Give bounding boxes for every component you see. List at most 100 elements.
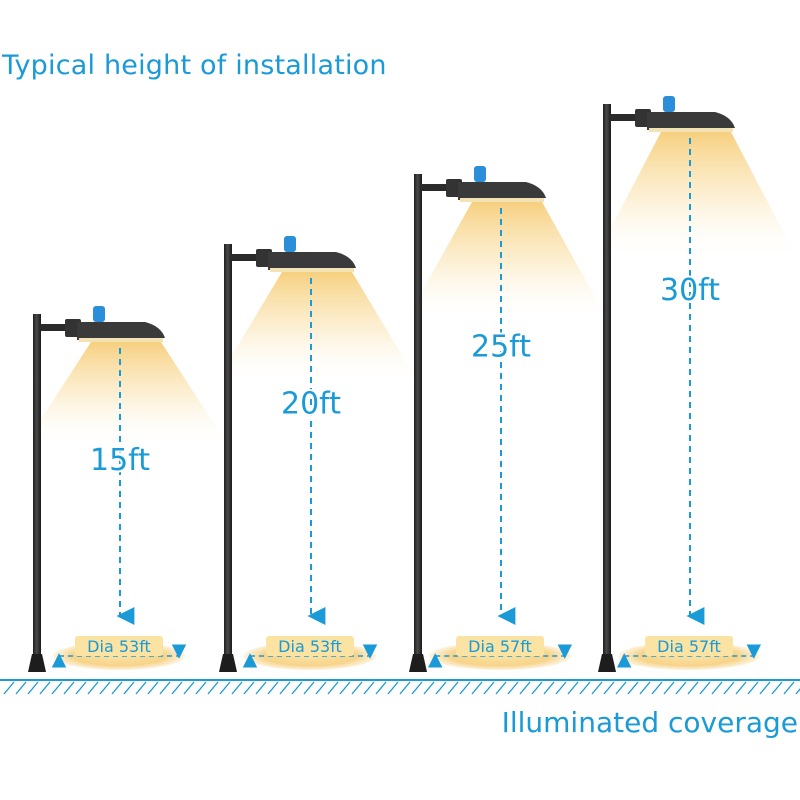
ground-hatch-icon (147, 681, 159, 695)
street-lamp-icon (268, 252, 356, 270)
ground-hatch-icon (219, 681, 231, 695)
ground-hatch-icon (15, 681, 27, 695)
ground-hatch-icon (51, 681, 63, 695)
coverage-label-bg (456, 636, 544, 656)
photocell-sensor-icon (663, 96, 675, 112)
ground-hatch-icon (759, 681, 771, 695)
ground-hatch-icon (579, 681, 591, 695)
photocell-sensor-icon (284, 236, 296, 252)
pole-arm (610, 114, 638, 121)
coverage-label-bg (645, 636, 733, 656)
coverage-label-bg (75, 636, 163, 656)
ground-hatch-icon (183, 681, 195, 695)
ground-hatch-icon (159, 681, 171, 695)
pole-shaft (414, 174, 422, 672)
ground-hatch-icon (603, 681, 615, 695)
ground-hatch-icon (339, 681, 351, 695)
ground-hatch-icon (375, 681, 387, 695)
ground-hatch-icon (459, 681, 471, 695)
light-cone-icon (404, 202, 610, 324)
ground-hatch-icon (495, 681, 507, 695)
ground-hatch-icon (687, 681, 699, 695)
light-cone-icon (593, 132, 799, 262)
ground-hatch-icon (63, 681, 75, 695)
ground-hatch-icon (291, 681, 303, 695)
ground-hatch-icon (303, 681, 315, 695)
ground-hatch-icon (567, 681, 579, 695)
lamp-lens (270, 268, 354, 272)
ground-hatch-icon (255, 681, 267, 695)
coverage-label: Dia 57ft (657, 637, 721, 656)
ground-hatch-icon (39, 681, 51, 695)
pole-arm (40, 324, 68, 331)
pole-shaft (33, 314, 41, 672)
page-title: Typical height of installation (2, 50, 387, 81)
lamp-lens (79, 338, 163, 342)
ground-hatch-icon (171, 681, 183, 695)
ground-hatch-icon (387, 681, 399, 695)
ground-hatch-icon (795, 688, 800, 695)
pole-base (598, 654, 616, 672)
height-label: 15ft (90, 443, 150, 478)
ground-hatch-icon (507, 681, 519, 695)
ground-hatch-icon (615, 681, 627, 695)
ground-hatch-icon (519, 681, 531, 695)
light-cone-icon (23, 342, 229, 447)
ground-hatch-icon (399, 681, 411, 695)
pole-unit: Dia 53ft 15ft (23, 306, 229, 672)
pole-base (219, 654, 237, 672)
ground-hatch-icon (363, 681, 375, 695)
ground-hatch-icon (351, 681, 363, 695)
ground-hatch-icon (483, 681, 495, 695)
ground-hatch-icon (99, 681, 111, 695)
ground-hatch-icon (711, 681, 723, 695)
ground-hatch-icon (267, 681, 279, 695)
pole-shaft (603, 104, 611, 672)
ground-hatch-icon (195, 681, 207, 695)
ground-hatch-icon (699, 681, 711, 695)
coverage-label: Dia 53ft (87, 637, 151, 656)
pole-arm (421, 184, 449, 191)
ground-hatch-icon (279, 681, 291, 695)
ground-hatch-icon (591, 681, 603, 695)
ground-hatch-icon (135, 681, 147, 695)
coverage-caption: Illuminated coverage (501, 706, 798, 739)
street-lamp-icon (647, 112, 735, 130)
ground-hatch-icon (3, 681, 15, 695)
ground-hatch-icon (555, 681, 567, 695)
street-lamp-icon (77, 322, 165, 340)
ground-hatch-icon (315, 681, 327, 695)
ground-hatch-icon (747, 681, 759, 695)
ground-hatch-icon (207, 681, 219, 695)
pole-base (409, 654, 427, 672)
street-lamp-icon (458, 182, 546, 200)
ground-hatch-icon (123, 681, 135, 695)
lamp-lens (649, 128, 733, 132)
ground-hatch-icon (111, 681, 123, 695)
ground-hatch-icon (27, 681, 39, 695)
ground-hatch-icon (75, 681, 87, 695)
photocell-sensor-icon (93, 306, 105, 322)
ground-hatch-icon (783, 681, 795, 695)
ground-hatch-icon (471, 681, 483, 695)
height-label: 30ft (660, 273, 720, 308)
ground-hatch-icon (327, 681, 339, 695)
pole-shaft (224, 244, 232, 672)
pole-base (28, 654, 46, 672)
ground-hatch-icon (723, 681, 735, 695)
ground-hatch-icon (639, 681, 651, 695)
ground-hatch-icon (447, 681, 459, 695)
ground-hatch-icon (243, 681, 255, 695)
photocell-sensor-icon (474, 166, 486, 182)
ground-hatch-icon (675, 681, 687, 695)
lamp-lens (460, 198, 544, 202)
coverage-label: Dia 53ft (278, 637, 342, 656)
ground-hatch-icon (435, 681, 447, 695)
ground-hatch-icon (651, 681, 663, 695)
ground-hatch-icon (423, 681, 435, 695)
coverage-label: Dia 57ft (468, 637, 532, 656)
ground-hatch-icon (627, 681, 639, 695)
